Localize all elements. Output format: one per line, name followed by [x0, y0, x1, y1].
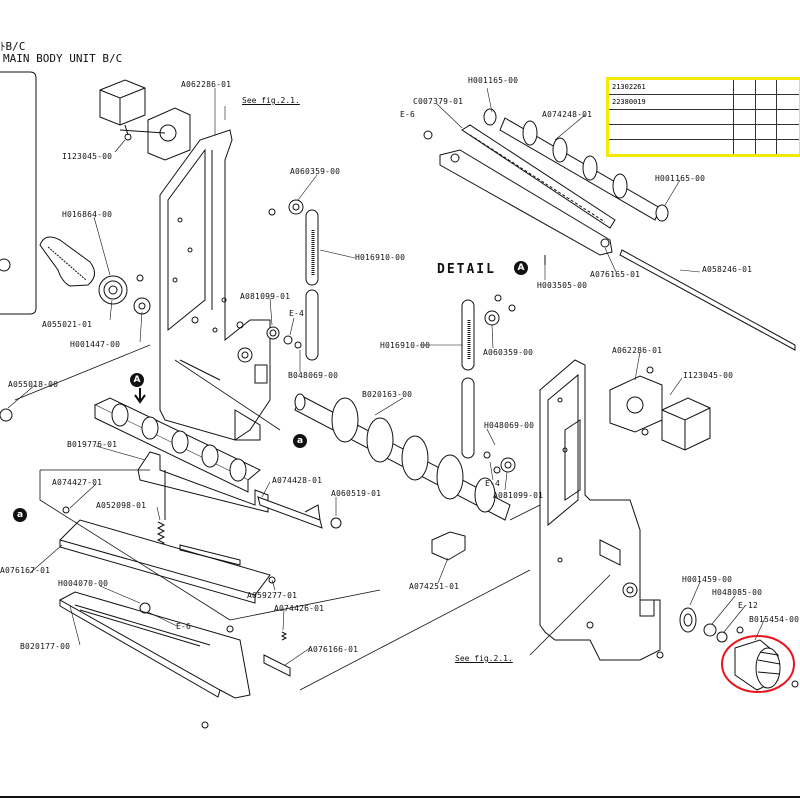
bottom-plate	[58, 591, 251, 729]
part-label[interactable]: A076165-01	[590, 270, 641, 279]
badge-a-lower: a	[293, 434, 307, 448]
table-cell	[775, 94, 800, 110]
table-cell	[775, 77, 800, 96]
part-label[interactable]: A074427-01	[52, 478, 103, 487]
part-label[interactable]: H016910-00	[355, 253, 406, 262]
table-cell	[733, 94, 756, 110]
badge-a: A	[130, 373, 144, 387]
part-label[interactable]: A052098-01	[96, 501, 147, 510]
table-row	[606, 138, 800, 157]
table-row: 21302261	[606, 77, 800, 96]
part-label[interactable]: A062286-01	[181, 80, 232, 89]
part-label[interactable]: A076167-01	[0, 566, 51, 575]
right-side-frame	[539, 359, 661, 661]
table-cell	[754, 94, 777, 110]
table-row	[606, 109, 800, 125]
part-label[interactable]: A074248-01	[542, 110, 593, 119]
part-label[interactable]: B019776-01	[67, 440, 118, 449]
motor-left	[99, 79, 191, 161]
part-label[interactable]: I123045-00	[683, 371, 734, 380]
part-label[interactable]: A074251-01	[409, 582, 460, 591]
part-label[interactable]: H004070-00	[58, 579, 109, 588]
part-label[interactable]: H016910-00	[380, 341, 431, 350]
part-label[interactable]: A060519-01	[331, 489, 382, 498]
part-label[interactable]: A059277-01	[247, 591, 298, 600]
knob	[734, 639, 799, 691]
left-side-frame	[159, 129, 271, 441]
part-label[interactable]: H048069-00	[484, 421, 535, 430]
part-label[interactable]: H001165-00	[468, 76, 519, 85]
part-label[interactable]: A058246-01	[702, 265, 753, 274]
detail-bracket	[439, 124, 616, 256]
part-label[interactable]: B020177-00	[20, 642, 71, 651]
table-cell	[733, 138, 756, 157]
main-roller	[294, 393, 511, 521]
part-number-table: 21302261 22380019	[606, 77, 800, 157]
roller-a	[93, 397, 261, 493]
part-label[interactable]: E-6	[176, 622, 192, 631]
part-label[interactable]: E-12	[738, 601, 759, 610]
part-label[interactable]: I123045-00	[62, 152, 113, 161]
see-fig-bottom[interactable]: See fig.2.1.	[455, 654, 513, 663]
part-label[interactable]: C007379-01	[413, 97, 464, 106]
part-label[interactable]: B015454-00	[749, 615, 800, 624]
table-cell	[754, 123, 777, 140]
part-label[interactable]: A060359-00	[483, 348, 534, 357]
part-label[interactable]: E-6	[400, 110, 416, 119]
table-row	[606, 123, 800, 140]
table-cell: 22380019	[606, 94, 735, 110]
part-label[interactable]: A055018-00	[8, 380, 59, 389]
gear-left	[98, 274, 151, 315]
part-label[interactable]: B020163-00	[362, 390, 413, 399]
part-label[interactable]: H001447-00	[70, 340, 121, 349]
part-label[interactable]: B048069-00	[288, 371, 339, 380]
table-cell	[733, 77, 756, 96]
table-cell	[775, 123, 800, 140]
table-cell	[606, 138, 735, 157]
detail-label: DETAIL	[437, 262, 496, 277]
part-label[interactable]: A081099-01	[493, 491, 544, 500]
part-label[interactable]: A060359-00	[290, 167, 341, 176]
part-label[interactable]: A074428-01	[272, 476, 323, 485]
part-label[interactable]: A055021-01	[42, 320, 93, 329]
part-label[interactable]: E-4	[485, 479, 501, 488]
part-label[interactable]: H001459-00	[682, 575, 733, 584]
part-label[interactable]: H048085-00	[712, 588, 763, 597]
motor-right	[609, 366, 711, 451]
detail-roller	[483, 108, 669, 222]
header-line-1: ﾄB/C	[0, 40, 26, 53]
table-cell	[754, 109, 777, 125]
part-label[interactable]: A081099-01	[240, 292, 291, 301]
part-label[interactable]: H003505-00	[537, 281, 588, 290]
table-cell	[606, 109, 735, 125]
table-cell	[606, 123, 735, 140]
part-label[interactable]: H001165-00	[655, 174, 706, 183]
part-label[interactable]: A062286-01	[612, 346, 663, 355]
table-cell	[775, 109, 800, 125]
part-label[interactable]: H016864-00	[62, 210, 113, 219]
belt-vertical-left	[305, 209, 319, 361]
table-row: 22380019	[606, 94, 800, 110]
table-cell	[754, 77, 777, 96]
table-cell	[775, 138, 800, 157]
table-cell	[754, 138, 777, 157]
highlight-circle	[721, 635, 795, 693]
table-cell	[733, 109, 756, 125]
see-fig-top[interactable]: See fig.2.1.	[242, 96, 300, 105]
detail-badge: A	[514, 261, 528, 275]
part-label[interactable]: A076166-01	[308, 645, 359, 654]
table-cell	[733, 123, 756, 140]
table-cell: 21302261	[606, 77, 735, 96]
part-label[interactable]: A074426-01	[274, 604, 325, 613]
part-label[interactable]: E-4	[289, 309, 305, 318]
header-line-2: MAIN BODY UNIT B/C	[3, 52, 123, 65]
badge-a-left: a	[13, 508, 27, 522]
